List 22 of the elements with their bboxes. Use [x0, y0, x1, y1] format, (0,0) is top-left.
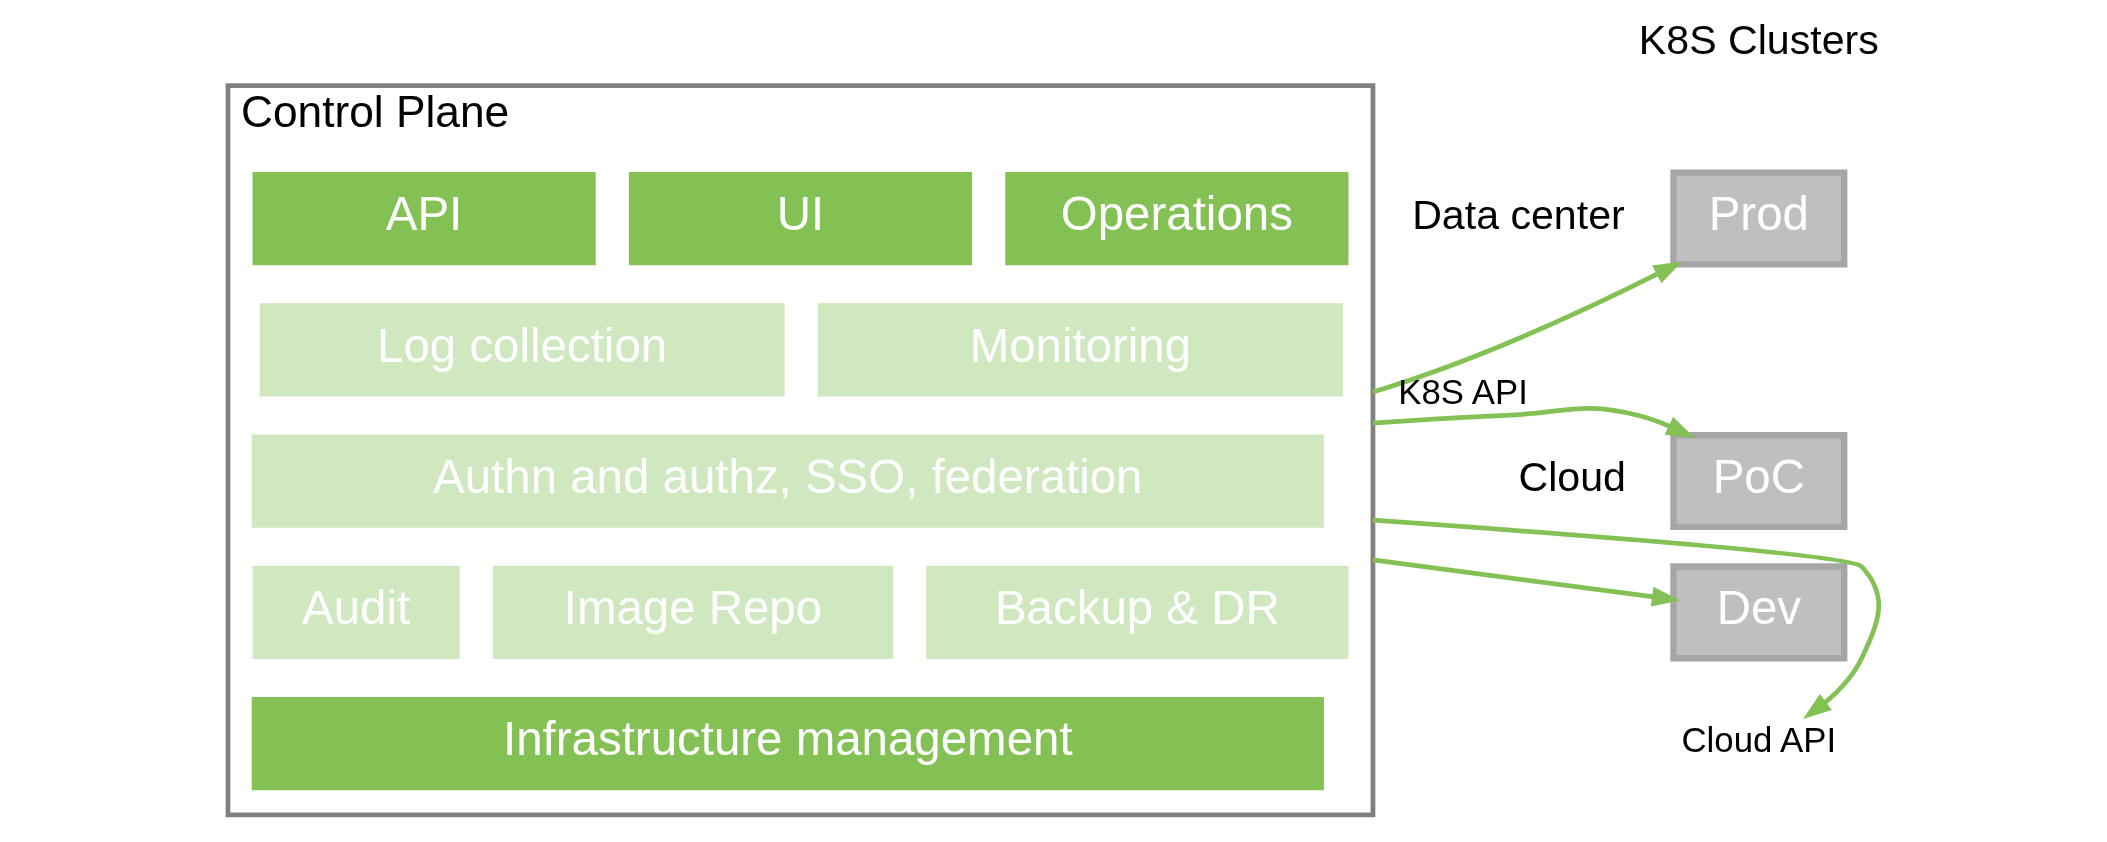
node-text: Cloud API	[1681, 721, 1837, 760]
arrow	[1372, 557, 1681, 607]
node-box: Log collection	[259, 303, 785, 397]
node-box: Dev	[1670, 563, 1848, 662]
arrow	[1372, 406, 1695, 439]
node-box: Image Repo	[492, 565, 893, 659]
node-box: Backup & DR	[926, 565, 1349, 659]
node-box: Operations	[1005, 171, 1349, 266]
node-box: Authn and authz, SSO, federation	[251, 434, 1324, 528]
node-box: API	[252, 171, 596, 266]
node-box: UI	[628, 171, 973, 266]
arrow	[1372, 517, 1882, 720]
node-box: Audit	[252, 565, 460, 659]
label: Data center	[1412, 191, 1625, 238]
label: K8S Clusters	[1638, 16, 1879, 63]
edge-label: K8S API	[1398, 372, 1528, 411]
node-box: PoC	[1670, 432, 1848, 531]
arrow	[1372, 261, 1683, 395]
node-box: Infrastructure management	[251, 696, 1324, 791]
node-box: Prod	[1670, 169, 1848, 268]
node-box: Monitoring	[817, 303, 1343, 397]
label: Cloud	[1518, 454, 1626, 501]
